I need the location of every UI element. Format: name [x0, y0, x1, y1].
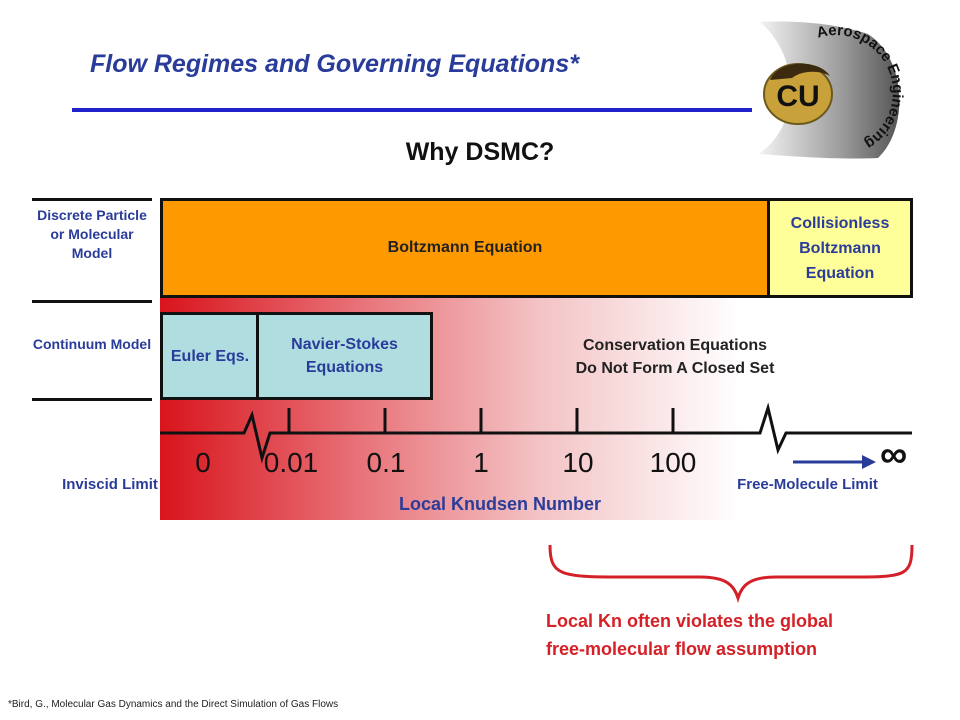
knudsen-note: Local Kn often violates the global free-… — [546, 607, 833, 663]
navier-stokes-box: Navier-Stokes Equations — [256, 312, 433, 400]
tick-label-10: 10 — [562, 447, 594, 478]
aerospace-logo: CU Aerospace Engineering — [758, 20, 910, 162]
model-divider-top — [32, 198, 152, 201]
subtitle-text: Why DSMC? — [405, 138, 555, 166]
conservation-line2: Do Not Form A Closed Set — [575, 360, 775, 377]
collisionless-label: Collisionless Boltzmann Equation — [790, 214, 890, 282]
conservation-equations-label: Conservation Equations Do Not Form A Clo… — [480, 334, 870, 380]
axis-label: Local Knudsen Number — [398, 494, 602, 514]
discrete-model-label: Discrete Particle or Molecular Model — [37, 207, 147, 261]
tick-label-1: 1 — [473, 447, 489, 478]
note-line1: Local Kn often violates the global — [546, 611, 834, 631]
note-line2: free-molecular flow assumption — [546, 639, 818, 659]
inviscid-limit-label: Inviscid Limit — [62, 476, 158, 493]
footnote: *Bird, G., Molecular Gas Dynamics and th… — [8, 699, 339, 710]
subtitle: Why DSMC? — [0, 138, 960, 167]
conservation-line1: Conservation Equations — [582, 337, 768, 354]
free-molecule-limit-label: Free-Molecule Limit — [737, 476, 878, 493]
tick-label-100: 100 — [649, 447, 697, 478]
model-divider-middle — [32, 300, 152, 303]
model-divider-bottom — [32, 398, 152, 401]
curly-brace — [548, 544, 914, 604]
tick-label-0.01: 0.01 — [263, 447, 319, 478]
page-title: Flow Regimes and Governing Equations* — [90, 50, 579, 78]
boltzmann-label: Boltzmann Equation — [387, 239, 543, 256]
buffalo-logo-icon: CU Aerospace Engineering — [758, 21, 906, 159]
boltzmann-equation-box: Boltzmann Equation — [160, 198, 770, 298]
euler-label: Euler Eqs. — [170, 347, 250, 365]
tick-label-0.1: 0.1 — [366, 447, 406, 478]
title-underline — [72, 108, 752, 112]
axis-line — [160, 402, 912, 464]
continuum-model-label: Continuum Model — [32, 336, 152, 352]
tick-label-0: 0 — [195, 447, 211, 478]
svg-text:CU: CU — [776, 80, 819, 113]
collisionless-boltzmann-box: Collisionless Boltzmann Equation — [767, 198, 913, 298]
arrow-head-icon — [862, 455, 876, 469]
euler-equations-box: Euler Eqs. — [160, 312, 260, 400]
infinity-symbol: ∞ — [880, 434, 908, 476]
navier-stokes-label: Navier-Stokes Equations — [291, 336, 398, 376]
